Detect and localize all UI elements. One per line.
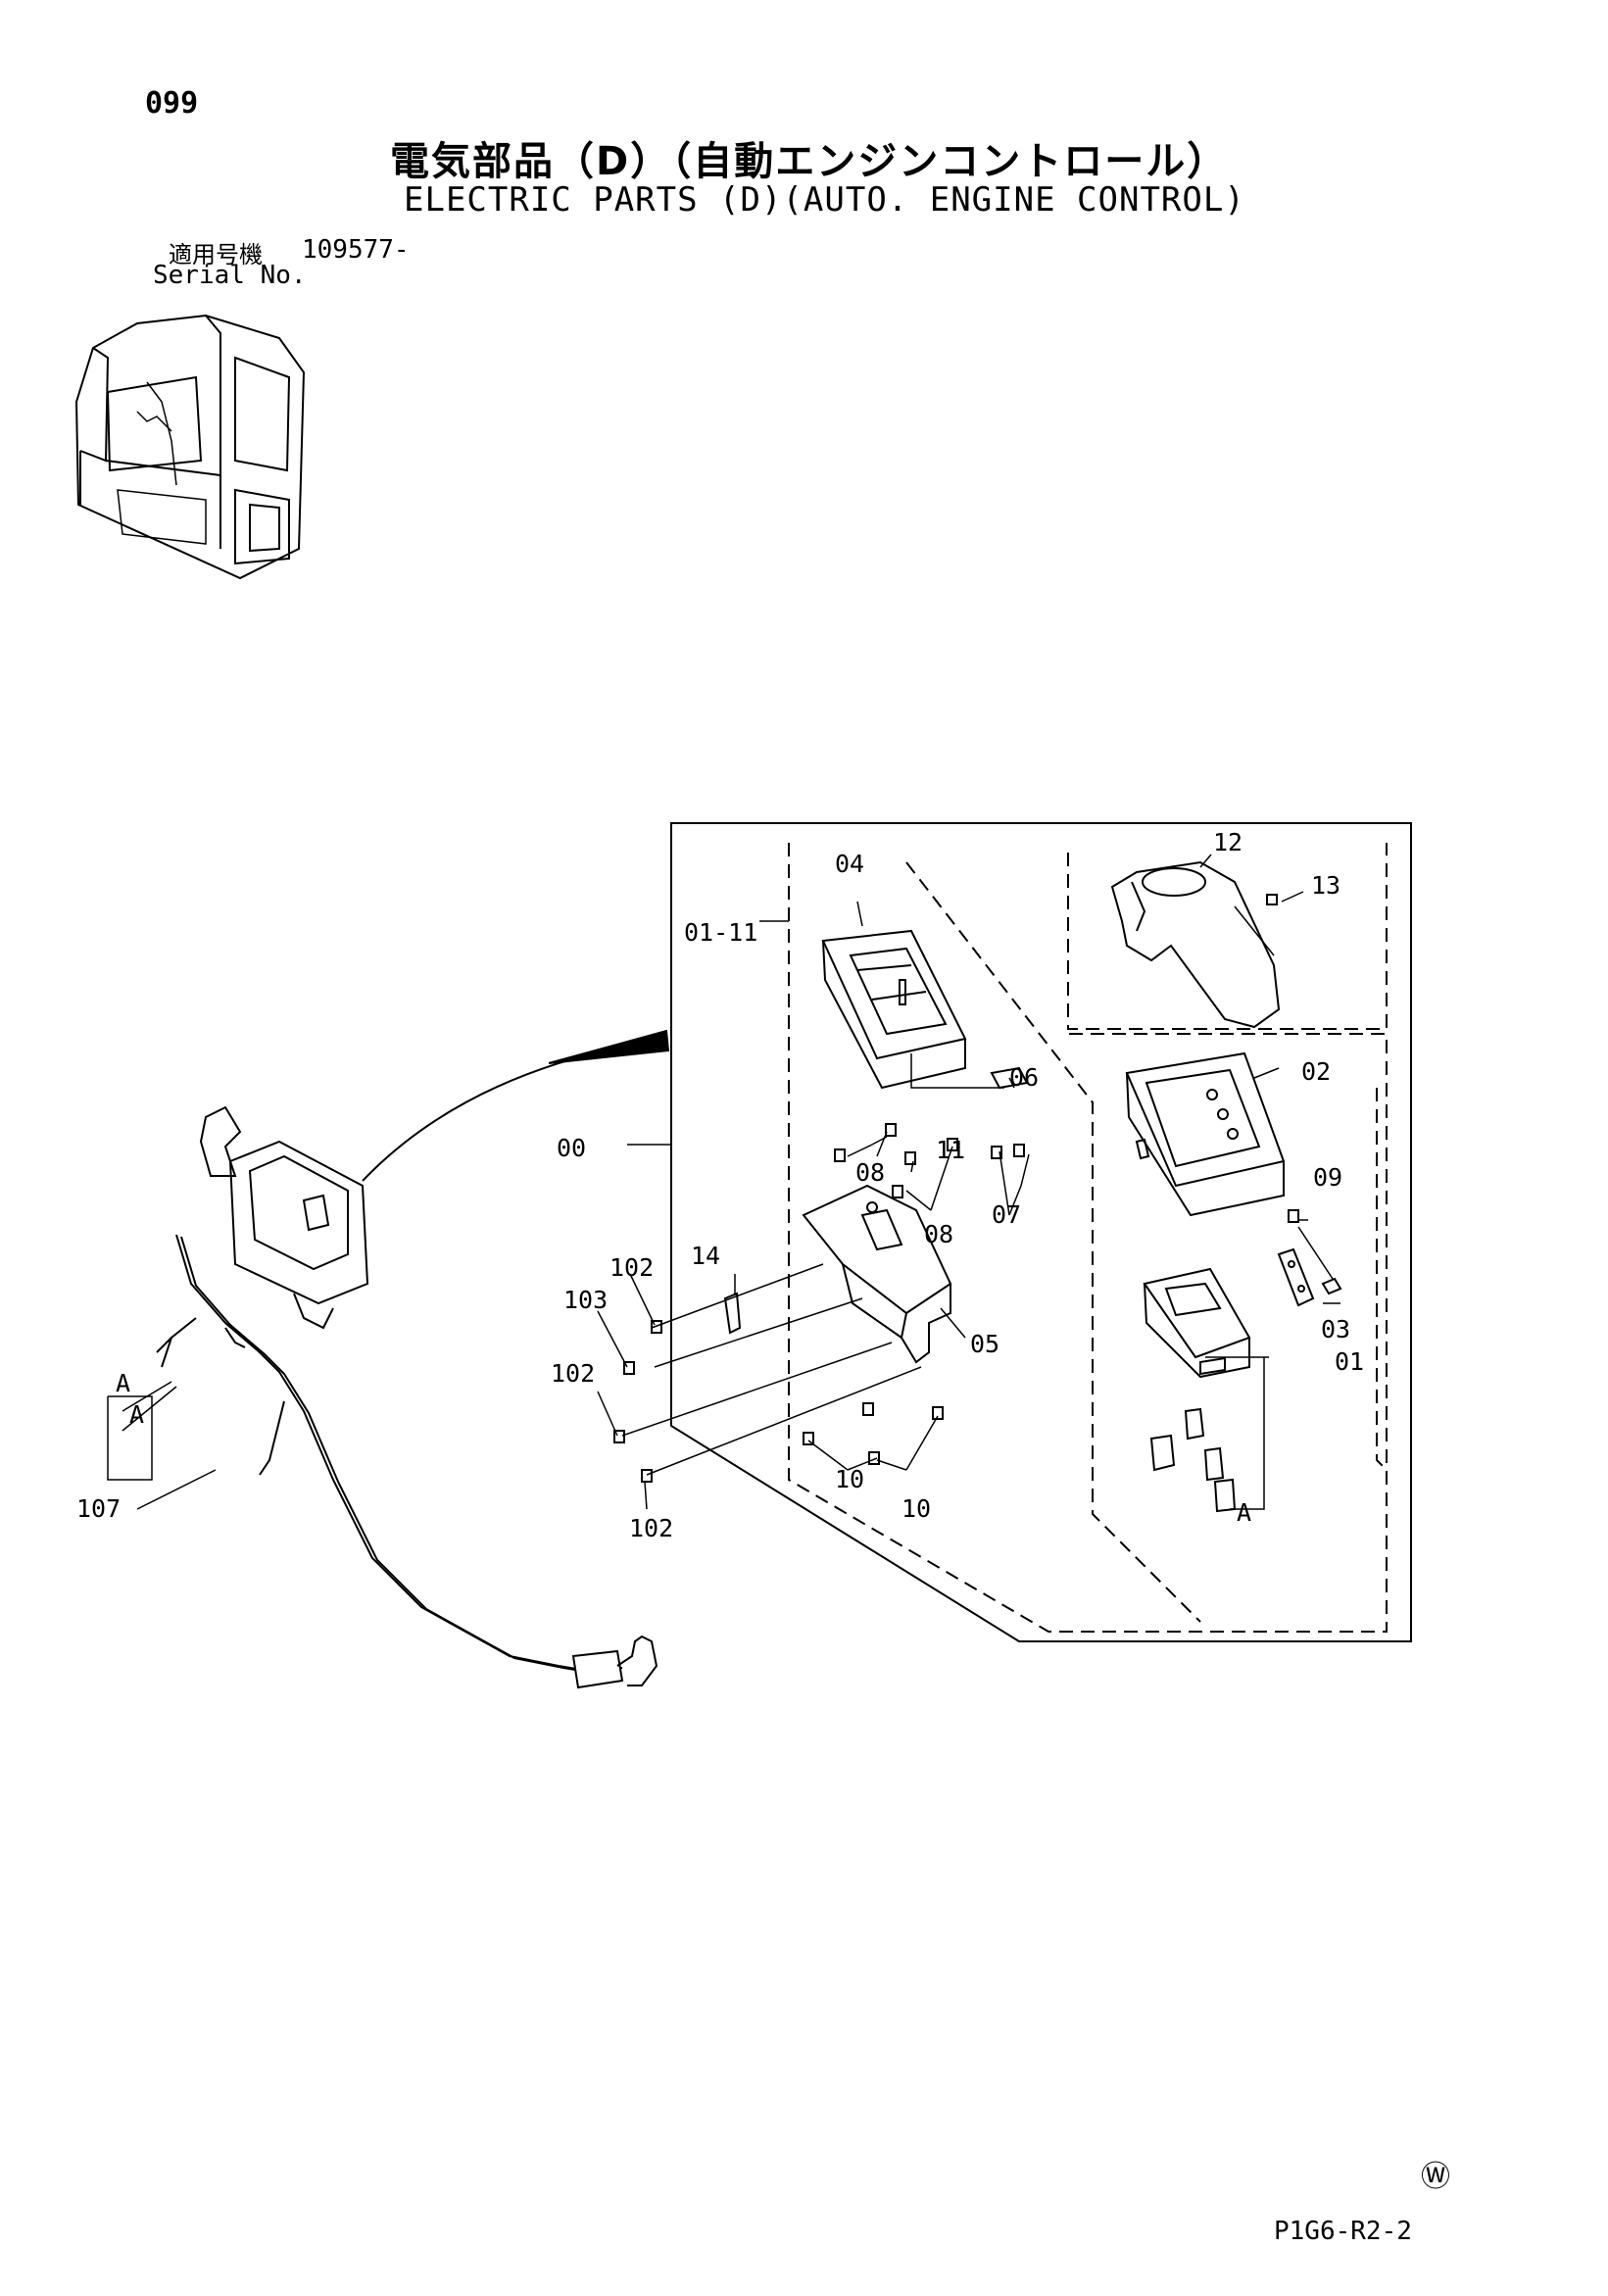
callout-11: 11 xyxy=(936,1136,965,1164)
assembled-controller-with-bracket xyxy=(199,1105,369,1330)
part-107-wire-harness xyxy=(156,1234,658,1689)
callout-01: 01 xyxy=(1335,1347,1364,1376)
document-code: P1G6-R2-2 xyxy=(1274,2217,1412,2246)
callout-102-c: 102 xyxy=(629,1514,673,1542)
reference-a-2: A xyxy=(129,1400,144,1429)
part-01-switch xyxy=(1143,1267,1251,1379)
callout-04: 04 xyxy=(835,850,864,878)
callout-12: 12 xyxy=(1213,828,1243,856)
title-english: ELECTRIC PARTS (D)(AUTO. ENGINE CONTROL) xyxy=(404,180,1245,220)
reference-a-3: A xyxy=(1237,1498,1251,1527)
sub-assembly-01-11-outline xyxy=(788,843,1388,1633)
serial-label-japanese: 適用号機 xyxy=(169,241,263,269)
leader-lines xyxy=(107,854,1340,1510)
w-circle-mark: Ⓦ xyxy=(1421,2160,1450,2194)
callout-02: 02 xyxy=(1301,1057,1331,1086)
page-number: 099 xyxy=(145,86,199,121)
callout-07: 07 xyxy=(992,1200,1021,1229)
callout-103: 103 xyxy=(563,1286,608,1314)
part-12-cover xyxy=(1110,860,1281,1029)
callout-06: 06 xyxy=(1009,1063,1039,1092)
callout-102-b: 102 xyxy=(551,1359,595,1388)
callout-102-a: 102 xyxy=(609,1253,654,1282)
serial-label-english: Serial No. xyxy=(153,261,307,290)
part-04-controller-box xyxy=(821,929,967,1090)
switch-knobs xyxy=(1149,1407,1237,1513)
callout-13: 13 xyxy=(1311,871,1340,900)
title-japanese: 電気部品（D）（自動エンジンコントロール） xyxy=(390,139,1229,184)
callout-01-11: 01-11 xyxy=(684,918,757,947)
callout-14: 14 xyxy=(691,1242,720,1270)
callout-10-b: 10 xyxy=(901,1494,931,1523)
callout-05: 05 xyxy=(970,1330,999,1358)
part-03-bracket xyxy=(1277,1247,1342,1307)
callout-labels: 01-11 00 04 12 13 02 06 11 08 08 07 09 0… xyxy=(76,828,1364,1542)
callout-00: 00 xyxy=(557,1134,586,1162)
callout-08-a: 08 xyxy=(855,1158,885,1187)
cab-locator-illustration xyxy=(74,314,306,580)
callout-09: 09 xyxy=(1313,1163,1342,1192)
serial-value: 109577- xyxy=(302,235,410,265)
fasteners xyxy=(613,894,1299,1483)
part-05-mounting-bracket xyxy=(802,1184,952,1364)
callout-10-a: 10 xyxy=(835,1465,864,1493)
part-14-small-bracket xyxy=(723,1292,742,1335)
assembly-arrow xyxy=(362,1038,667,1182)
callout-08-b: 08 xyxy=(924,1220,953,1248)
callout-03: 03 xyxy=(1321,1315,1350,1343)
reference-a-1: A xyxy=(116,1369,130,1397)
main-assembly-outline xyxy=(670,822,1412,1642)
callout-107: 107 xyxy=(76,1494,121,1523)
part-02-switch-panel xyxy=(1125,1051,1286,1217)
